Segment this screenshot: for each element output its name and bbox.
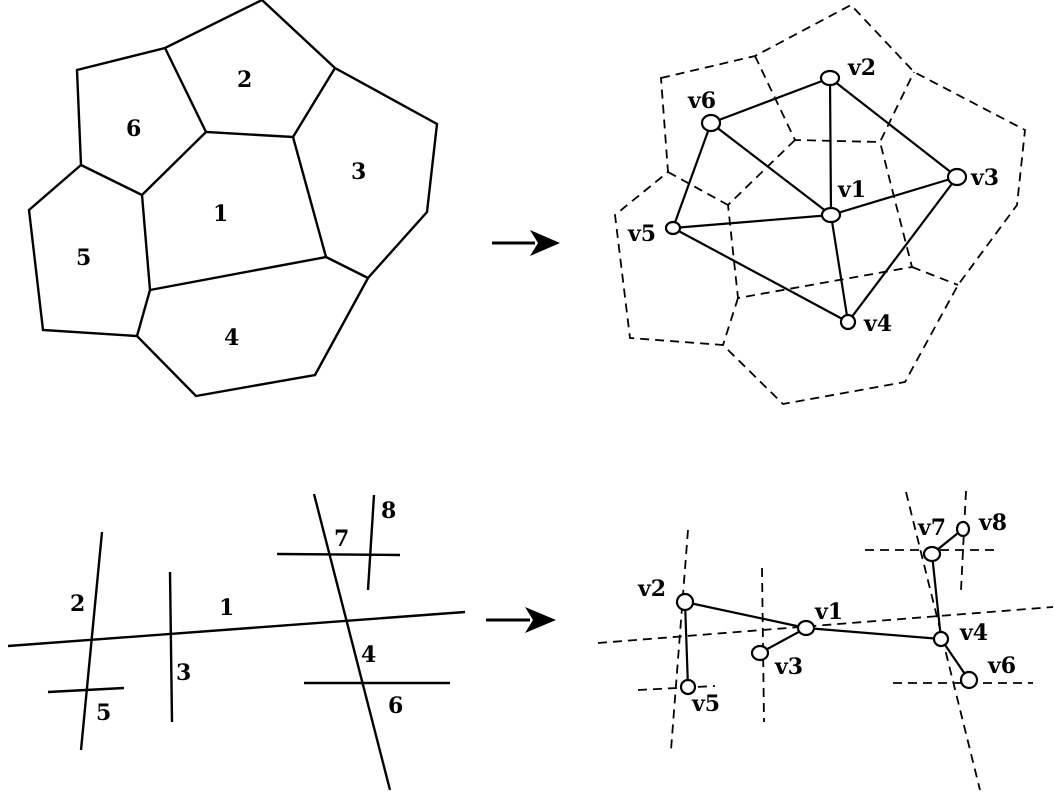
region-edge <box>163 47 337 139</box>
graph-node-v4 <box>839 313 857 331</box>
dashed-region-overlay <box>614 3 1026 405</box>
segment-label: 7 <box>334 526 349 552</box>
node-label: v5 <box>627 221 656 247</box>
segment-line <box>168 571 174 723</box>
segment-label: 4 <box>361 642 376 668</box>
node-label: v1 <box>814 599 843 625</box>
segment-label: 2 <box>70 591 85 617</box>
region-label: 4 <box>224 325 239 351</box>
graph-node-v1 <box>820 206 842 224</box>
node-label: v6 <box>687 88 716 114</box>
segment-label: 5 <box>96 700 111 726</box>
region-edge <box>80 163 143 197</box>
region-label: 1 <box>213 201 228 227</box>
graph-node-v5 <box>679 678 697 696</box>
dual-graph-top: v1 v2 v3 v4 v5 v6 <box>614 3 1026 405</box>
graph-edges <box>671 76 958 323</box>
graph-node-v3 <box>946 167 968 187</box>
region-label: 5 <box>76 245 91 271</box>
segment-label: 1 <box>219 595 234 621</box>
node-label: v4 <box>863 311 892 337</box>
node-label: v8 <box>978 510 1007 536</box>
region-map-outline <box>27 0 439 398</box>
node-label: v2 <box>847 55 876 81</box>
graph-node-v3 <box>750 644 770 662</box>
node-label: v7 <box>917 515 946 541</box>
node-label: v2 <box>637 576 666 602</box>
segment-map: 1 2 3 4 5 6 7 8 <box>7 493 466 791</box>
segment-line <box>7 610 466 648</box>
region-map: 1 2 3 4 5 6 <box>27 0 439 398</box>
dual-graph-bottom: v1 v2 v3 v4 v5 v6 v7 v8 <box>597 490 1054 791</box>
segment-line <box>312 493 392 791</box>
graph-node-v7 <box>922 545 942 563</box>
graph-node-v8 <box>955 520 971 538</box>
segment-line <box>47 686 125 694</box>
node-label: v6 <box>987 653 1016 679</box>
segment-line <box>276 552 401 557</box>
segment-label: 6 <box>388 693 403 719</box>
node-label: v3 <box>970 165 999 191</box>
arrow-icon <box>492 230 560 256</box>
region-label: 3 <box>351 159 366 185</box>
region-edge <box>140 131 328 292</box>
dashed-segment-overlay <box>597 490 1054 791</box>
segment-line <box>79 531 104 751</box>
segment-label: 3 <box>176 660 191 686</box>
node-label: v5 <box>691 691 720 717</box>
graph-node-v1 <box>796 619 816 637</box>
node-label: v1 <box>837 177 866 203</box>
node-label: v3 <box>774 654 803 680</box>
graph-node-v6 <box>700 113 722 133</box>
region-label: 2 <box>237 67 252 93</box>
graph-node-v2 <box>819 69 841 87</box>
graph-node-v6 <box>959 670 979 690</box>
segment-line <box>366 494 376 591</box>
graph-node-v5 <box>664 220 682 236</box>
region-edge <box>325 255 369 280</box>
region-label: 6 <box>126 116 141 142</box>
arrow-icon <box>486 607 556 633</box>
segment-label: 8 <box>381 498 396 524</box>
node-label: v4 <box>959 620 988 646</box>
graph-node-v4 <box>932 630 950 648</box>
graph-node-v2 <box>675 592 695 612</box>
region-edge <box>135 289 152 337</box>
